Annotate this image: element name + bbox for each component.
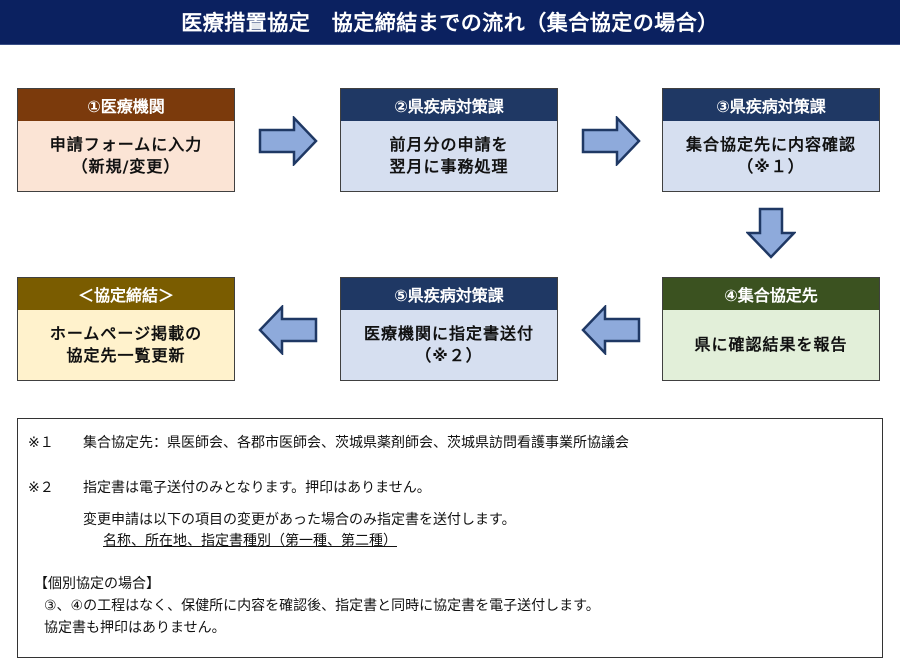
step3-body: 集合協定先に内容確認 （※１） bbox=[663, 121, 879, 191]
note2-sub: 変更申請は以下の項目の変更があった場合のみ指定書を送付します。 bbox=[83, 512, 516, 528]
notes-box: ※１ 集合協定先：県医師会、各郡市医師会、茨城県薬剤師会、茨城県訪問看護事業所協… bbox=[17, 418, 883, 658]
step4-box: ④集合協定先 県に確認結果を報告 bbox=[662, 277, 880, 381]
step1-line: （新規/変更） bbox=[71, 157, 181, 176]
step1-box: ①医療機関 申請フォームに入力 （新規/変更） bbox=[17, 88, 235, 192]
page-title: 医療措置協定 協定締結までの流れ（集合協定の場合） bbox=[0, 0, 900, 45]
step2-line: 前月分の申請を bbox=[389, 135, 509, 154]
final-line: 協定先一覧更新 bbox=[66, 346, 186, 365]
final-header: ＜協定締結＞ bbox=[18, 278, 234, 310]
step2-header: ②県疾病対策課 bbox=[341, 89, 557, 121]
step3-line: 集合協定先に内容確認 bbox=[685, 135, 856, 154]
arrow-right-icon bbox=[258, 116, 318, 166]
arrow-right-icon bbox=[581, 116, 641, 166]
step4-body: 県に確認結果を報告 bbox=[663, 310, 879, 380]
step1-body: 申請フォームに入力 （新規/変更） bbox=[18, 121, 234, 191]
step2-line: 翌月に事務処理 bbox=[389, 157, 509, 176]
step3-line: （※１） bbox=[737, 157, 805, 176]
final-box: ＜協定締結＞ ホームページ掲載の 協定先一覧更新 bbox=[17, 277, 235, 381]
individual-line2: 協定書も押印はありません。 bbox=[44, 620, 226, 636]
step5-line: （※２） bbox=[415, 346, 483, 365]
arrow-down-icon bbox=[746, 207, 796, 259]
note2-mark: ※２ bbox=[28, 480, 54, 496]
individual-line1: ③、④の工程はなく、保健所に内容を確認後、指定書と同時に協定書を電子送付します。 bbox=[44, 598, 600, 614]
note1-text: 集合協定先：県医師会、各郡市医師会、茨城県薬剤師会、茨城県訪問看護事業所協議会 bbox=[83, 435, 629, 451]
step5-box: ⑤県疾病対策課 医療機関に指定書送付 （※２） bbox=[340, 277, 558, 381]
note2-text: 指定書は電子送付のみとなります。押印はありません。 bbox=[83, 480, 431, 496]
step1-line: 申請フォームに入力 bbox=[49, 135, 203, 154]
step2-body: 前月分の申請を 翌月に事務処理 bbox=[341, 121, 557, 191]
step3-header: ③県疾病対策課 bbox=[663, 89, 879, 121]
step2-box: ②県疾病対策課 前月分の申請を 翌月に事務処理 bbox=[340, 88, 558, 192]
step4-header: ④集合協定先 bbox=[663, 278, 879, 310]
step1-header: ①医療機関 bbox=[18, 89, 234, 121]
step5-line: 医療機関に指定書送付 bbox=[363, 324, 534, 343]
step5-body: 医療機関に指定書送付 （※２） bbox=[341, 310, 557, 380]
step4-line: 県に確認結果を報告 bbox=[694, 335, 848, 354]
step5-header: ⑤県疾病対策課 bbox=[341, 278, 557, 310]
note1-mark: ※１ bbox=[28, 435, 54, 451]
arrow-left-icon bbox=[258, 305, 318, 355]
individual-heading: 【個別協定の場合】 bbox=[34, 576, 160, 592]
final-line: ホームページ掲載の bbox=[49, 324, 203, 343]
arrow-left-icon bbox=[581, 305, 641, 355]
final-body: ホームページ掲載の 協定先一覧更新 bbox=[18, 310, 234, 380]
step3-box: ③県疾病対策課 集合協定先に内容確認 （※１） bbox=[662, 88, 880, 192]
note2-items: 名称、所在地、指定書種別（第一種、第二種） bbox=[103, 533, 397, 549]
